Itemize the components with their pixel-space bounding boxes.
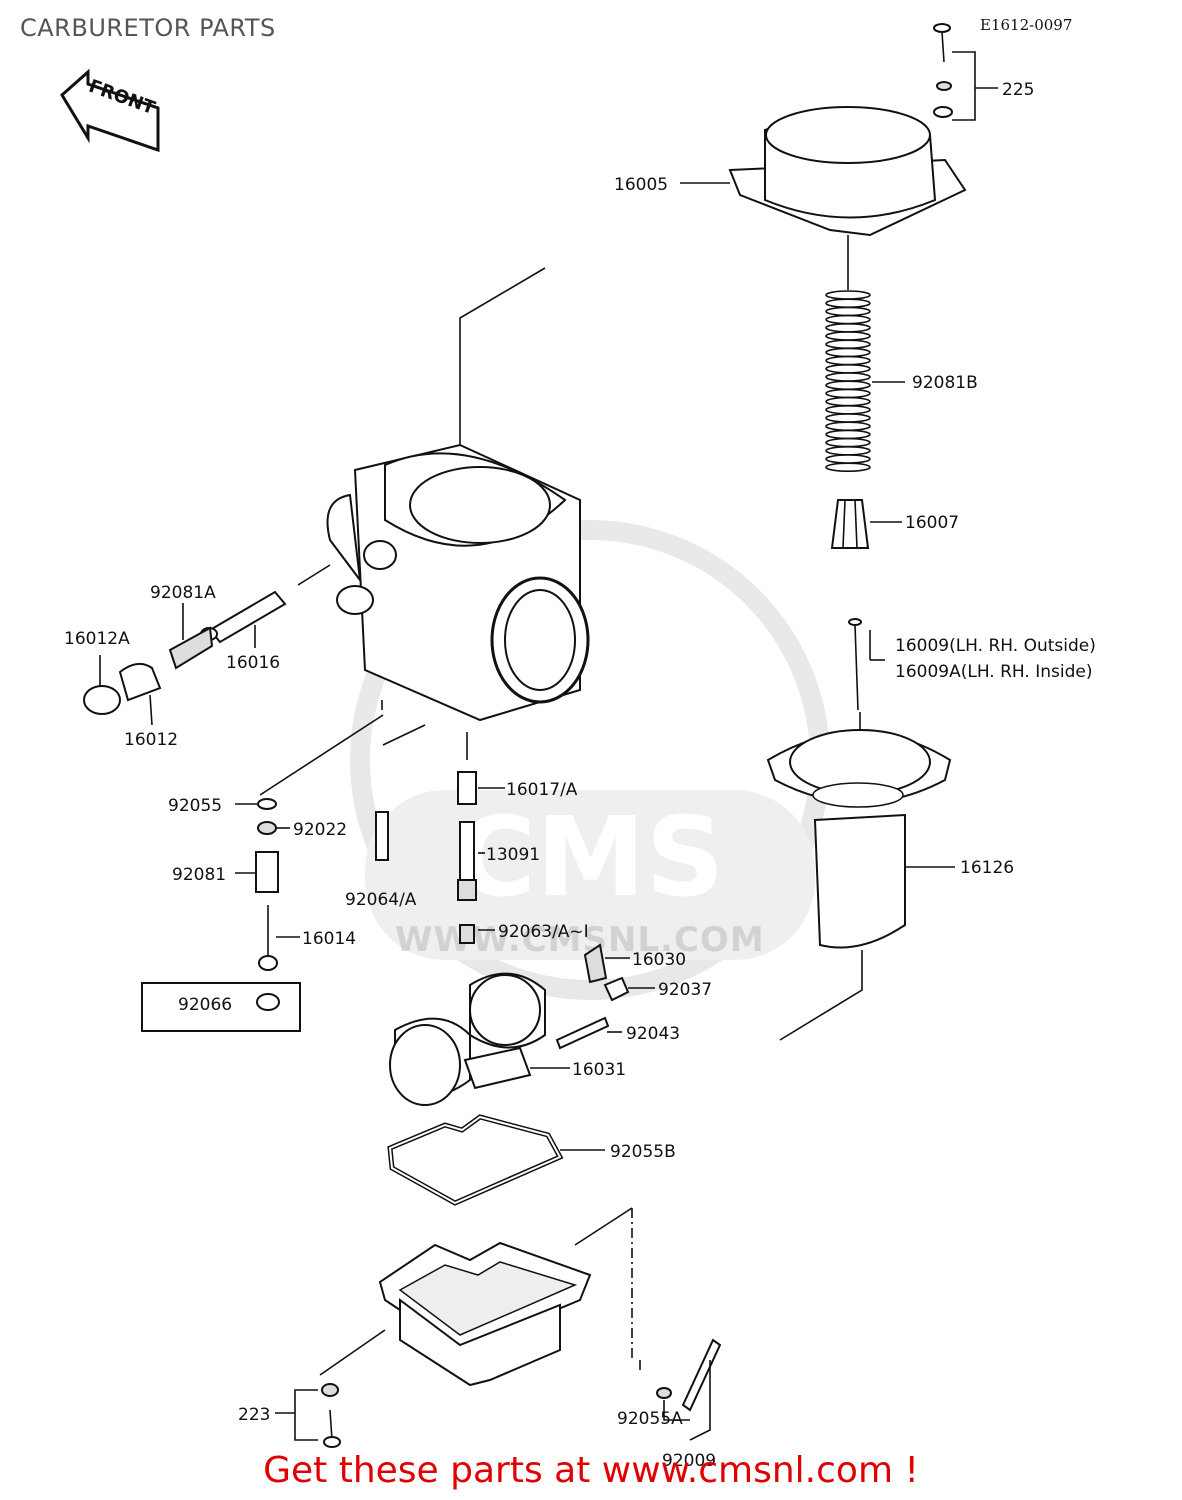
float-valve-group (555, 943, 655, 1050)
drain-screw-group (275, 1383, 341, 1448)
part-label-92043: 92043 (626, 1024, 680, 1044)
float-assembly (389, 972, 570, 1106)
part-label-16007: 16007 (905, 513, 959, 533)
part-label-16014: 16014 (302, 929, 356, 949)
part-label-16126: 16126 (960, 858, 1014, 878)
watermark-site-text: WWW.CMSNL.COM (395, 920, 765, 960)
spring-coil (825, 331, 871, 341)
diagram-id: E1612-0097 (980, 16, 1073, 34)
part-label-92037: 92037 (658, 980, 712, 1000)
part-label-16009A: 16009A(LH. RH. Inside) (895, 662, 1092, 682)
part-label-92081A: 92081A (150, 583, 216, 603)
spring-coil (825, 372, 871, 382)
spring-coil (825, 314, 871, 325)
carburetor-body (259, 267, 590, 796)
part-label-92055B: 92055B (610, 1142, 676, 1162)
part-label-16012: 16012 (124, 730, 178, 750)
spring-coil (825, 396, 871, 407)
needle-holder (830, 499, 902, 549)
spring-coil (825, 380, 871, 391)
spring-coil (825, 347, 871, 358)
air-screw-group (83, 564, 331, 726)
spring-coil (825, 462, 871, 473)
watermark-logo: CMS (350, 520, 830, 1000)
part-label-92081B: 92081B (912, 373, 978, 393)
spring-coil (825, 339, 871, 350)
part-label-92055A: 92055A (617, 1409, 683, 1429)
spring-coil (825, 437, 871, 448)
part-label-92066: 92066 (178, 995, 232, 1015)
spring-coil (825, 413, 871, 423)
part-label-92055: 92055 (168, 796, 222, 816)
part-label-16017A: 16017/A (506, 780, 578, 800)
bowl-screw-group (639, 1338, 722, 1441)
spring-coil (825, 355, 871, 366)
part-label-16030: 16030 (632, 950, 686, 970)
spring-coil (825, 306, 871, 317)
part-label-92063A: 92063/A~I (498, 922, 589, 942)
part-label-13091: 13091 (486, 845, 540, 865)
needle-jet-group (375, 771, 505, 944)
float-bowl-gasket (387, 1114, 605, 1206)
footer-cta-link[interactable]: Get these parts at www.cmsnl.com ! (263, 1450, 919, 1491)
part-label-223: 223 (238, 1405, 270, 1425)
part-label-92009: 92009 (662, 1451, 716, 1471)
watermark-logo-text: CMS (455, 793, 724, 921)
part-label-92064A: 92064/A (345, 890, 417, 910)
spring-coil (825, 429, 871, 440)
spring-coil (825, 445, 871, 456)
spring-coil (825, 322, 871, 333)
page-title: CARBURETOR PARTS (20, 14, 276, 42)
part-label-16016: 16016 (226, 653, 280, 673)
part-label-16012A: 16012A (64, 629, 130, 649)
throttle-piston (766, 729, 955, 1041)
pilot-jet-group (141, 798, 301, 1032)
part-label-225: 225 (1002, 80, 1034, 100)
top-screw-group (933, 23, 998, 121)
spring-coil (825, 388, 871, 399)
spring-coil (825, 421, 871, 432)
spring-coil (825, 404, 871, 415)
spring-coil (825, 363, 871, 374)
part-label-92022: 92022 (293, 820, 347, 840)
part-label-16031: 16031 (572, 1060, 626, 1080)
spring-coil (825, 454, 871, 464)
front-arrow: FRONT (60, 68, 160, 153)
spring-92081B (825, 290, 871, 473)
spring-coil (825, 290, 871, 300)
top-cover (680, 106, 967, 290)
float-bowl (319, 1207, 633, 1387)
part-label-16005: 16005 (614, 175, 668, 195)
spring-coil (825, 298, 871, 309)
part-label-16009: 16009(LH. RH. Outside) (895, 636, 1096, 656)
part-label-92081: 92081 (172, 865, 226, 885)
